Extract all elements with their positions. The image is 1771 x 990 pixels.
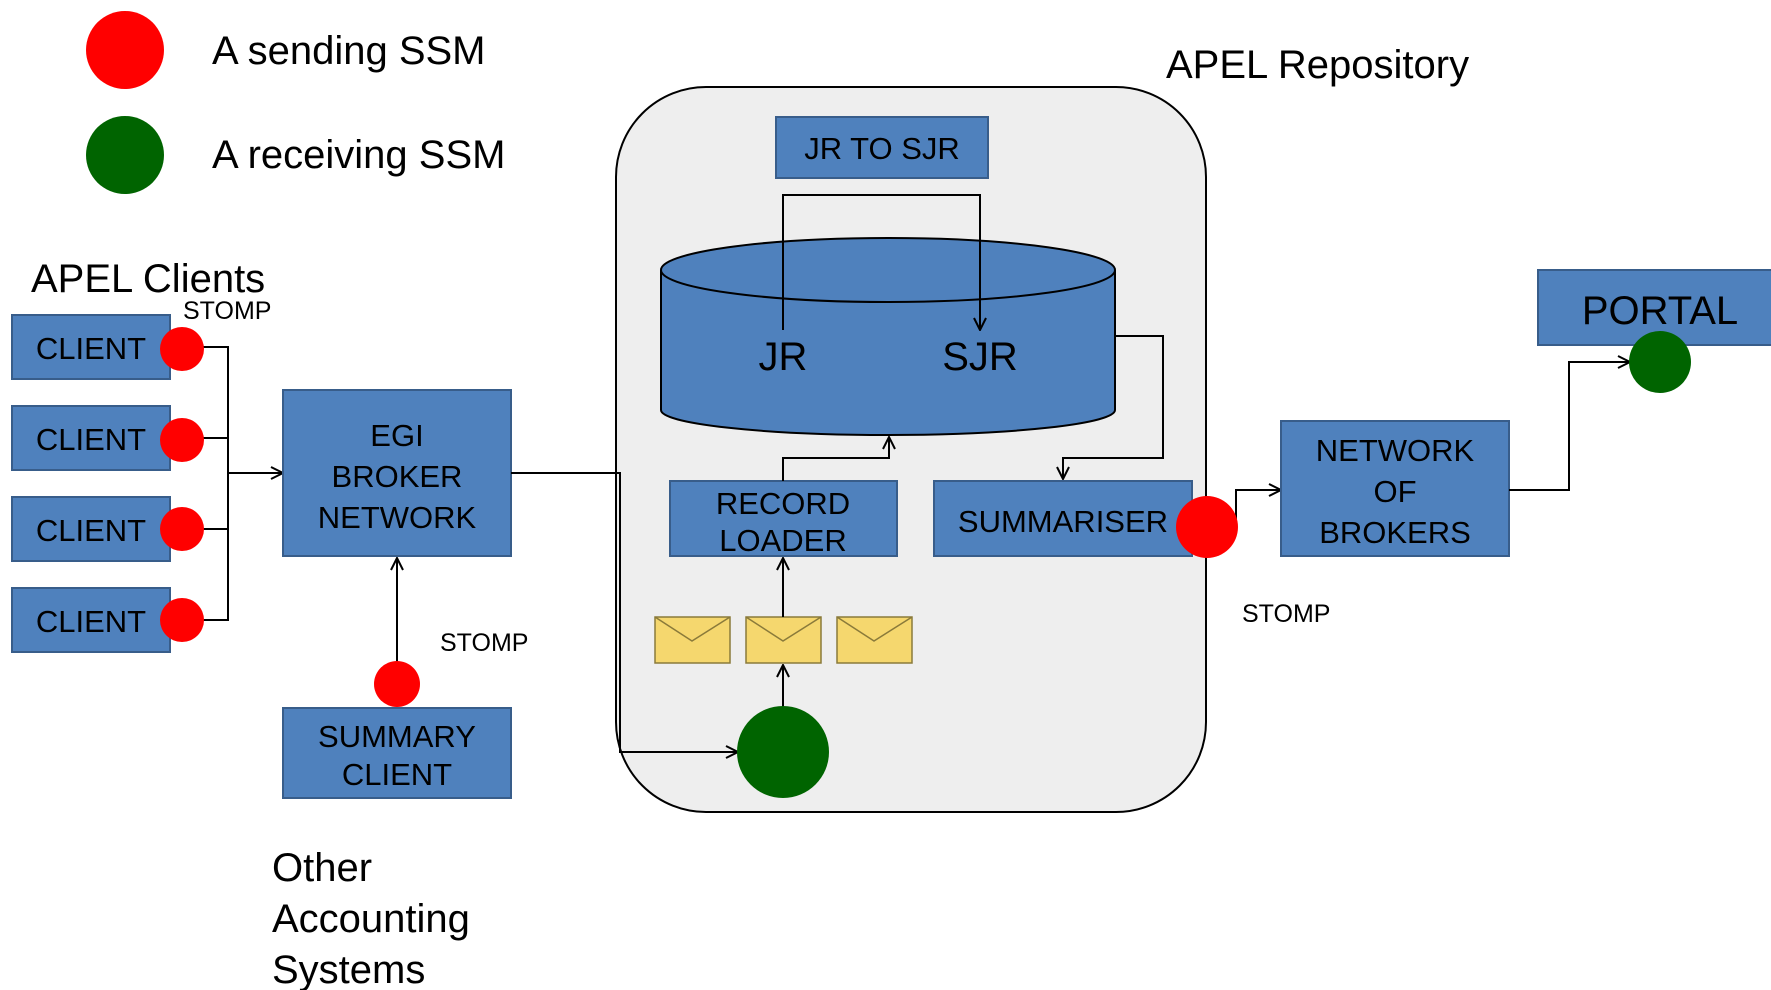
record-loader-line-2: LOADER	[719, 523, 846, 558]
client-to-broker-connectors	[182, 346, 283, 621]
record-loader-line-1: RECORD	[716, 486, 850, 521]
portal-label: PORTAL	[1582, 289, 1738, 333]
jr-to-sjr-label: JR TO SJR	[804, 131, 960, 166]
egi-broker-line-2: BROKER	[332, 459, 463, 494]
arrow-record-loader-to-database	[782, 437, 889, 481]
database-cylinder: JR SJR	[660, 237, 1116, 436]
summariser-label: SUMMARISER	[958, 504, 1168, 539]
apel-clients-title: APEL Clients	[31, 257, 265, 301]
arrow-network-to-portal	[1509, 362, 1630, 491]
sending-ssm-summary-client	[374, 661, 420, 707]
sending-ssm-client-4	[160, 598, 204, 642]
other-accounting-line-3: Systems	[272, 948, 425, 990]
summary-client-line-1: SUMMARY	[318, 719, 476, 754]
record-loader-box: RECORD LOADER	[669, 480, 898, 558]
jr-to-sjr-box: JR TO SJR	[775, 116, 989, 179]
summary-client-line-2: CLIENT	[342, 757, 452, 792]
egi-broker-network-box: EGI BROKER NETWORK	[282, 389, 512, 557]
stomp-label-clients: STOMP	[183, 297, 271, 325]
client-label: CLIENT	[36, 331, 146, 366]
arrow-database-to-summariser	[1063, 335, 1164, 479]
summary-client-box: SUMMARY CLIENT	[282, 707, 512, 799]
arrow-summariser-to-network	[1235, 490, 1281, 527]
client-box-3: CLIENT	[11, 496, 171, 562]
envelope-icon	[654, 616, 731, 664]
apel-repository-title: APEL Repository	[1166, 43, 1469, 87]
arrow-broker-to-receiving-ssm	[511, 472, 738, 752]
other-accounting-systems-label: Other Accounting Systems	[272, 846, 470, 990]
network-of-brokers-line-1: NETWORK	[1316, 433, 1475, 468]
message-envelopes	[654, 616, 913, 664]
client-box-1: CLIENT	[11, 314, 171, 380]
network-of-brokers-line-3: BROKERS	[1319, 515, 1471, 550]
client-box-2: CLIENT	[11, 405, 171, 471]
stomp-label-summariser: STOMP	[1242, 600, 1330, 628]
legend: A sending SSM A receiving SSM	[86, 11, 505, 194]
other-accounting-line-1: Other	[272, 846, 372, 890]
other-accounting-line-2: Accounting	[272, 897, 470, 941]
client-label: CLIENT	[36, 422, 146, 457]
envelope-icon	[836, 616, 913, 664]
legend-receiving-label: A receiving SSM	[212, 133, 505, 177]
sending-ssm-client-3	[160, 507, 204, 551]
sjr-table-label: SJR	[942, 335, 1018, 379]
arrow-jr-to-sjr	[782, 194, 980, 330]
client-label: CLIENT	[36, 604, 146, 639]
receiving-ssm-legend-icon	[86, 116, 164, 194]
client-box-4: CLIENT	[11, 587, 171, 653]
egi-broker-line-3: NETWORK	[318, 500, 477, 535]
network-of-brokers-line-2: OF	[1373, 474, 1416, 509]
receiving-ssm-repository	[737, 706, 829, 798]
summariser-box: SUMMARISER	[933, 480, 1193, 557]
sending-ssm-client-2	[160, 418, 204, 462]
egi-broker-line-1: EGI	[370, 418, 423, 453]
envelope-icon	[745, 616, 822, 664]
network-of-brokers-box: NETWORK OF BROKERS	[1280, 420, 1510, 557]
sending-ssm-client-1	[160, 327, 204, 371]
stomp-label-summary-client: STOMP	[440, 629, 528, 657]
jr-table-label: JR	[759, 335, 808, 379]
sending-ssm-legend-icon	[86, 11, 164, 89]
client-label: CLIENT	[36, 513, 146, 548]
legend-sending-label: A sending SSM	[212, 29, 486, 73]
receiving-ssm-portal	[1629, 331, 1691, 393]
sending-ssm-summariser	[1176, 496, 1238, 558]
